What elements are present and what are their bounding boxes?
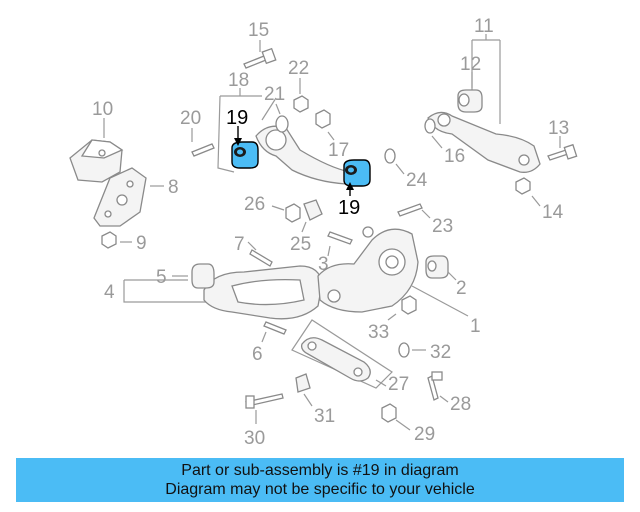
callout-7: 7	[234, 234, 245, 255]
callout-27: 27	[388, 374, 409, 395]
lower-control-arm-part	[427, 34, 541, 173]
nut-22-part	[293, 78, 309, 113]
spring-link-part	[123, 263, 323, 320]
banner-line-2: Diagram may not be specific to your vehi…	[165, 481, 475, 498]
callout-17: 17	[328, 140, 349, 161]
callout-21: 21	[264, 84, 285, 105]
callout-14: 14	[542, 202, 564, 223]
nut-14-part	[515, 177, 541, 207]
washer-32-part	[398, 342, 426, 358]
bolt-13-part	[547, 136, 578, 161]
bolt-6-part	[261, 321, 287, 343]
lateral-link-part	[291, 319, 393, 389]
callout-23: 23	[432, 216, 453, 237]
bushing-19-right-highlight	[343, 159, 371, 196]
callout-26: 26	[244, 194, 265, 215]
callout-13: 13	[548, 118, 569, 139]
callout-1: 1	[470, 316, 481, 337]
washer-24-part	[384, 148, 405, 175]
callout-19-right: 19	[338, 197, 360, 219]
callout-2: 2	[456, 278, 467, 299]
nut-29-part	[381, 403, 411, 431]
callout-25: 25	[290, 234, 311, 255]
callout-15: 15	[248, 20, 269, 41]
washer-16-part	[424, 118, 443, 149]
callout-11: 11	[474, 16, 494, 37]
callout-5: 5	[156, 267, 167, 288]
bracket-part	[93, 167, 164, 227]
bracket-31-part	[295, 373, 313, 407]
bolt-20-part	[191, 128, 215, 157]
callout-29: 29	[414, 424, 435, 445]
callout-6: 6	[252, 344, 263, 365]
mount-bracket-part	[69, 118, 124, 183]
bolt-30-part	[245, 393, 284, 424]
bracket-25-part	[301, 199, 323, 233]
nut-33-part	[387, 295, 417, 321]
bushing-19-left-highlight	[231, 126, 259, 169]
knuckle-part	[317, 226, 469, 317]
callout-22: 22	[288, 58, 309, 79]
callout-19-left: 19	[226, 107, 248, 129]
parts-diagram: 10 8 9 15 22 20 18	[69, 16, 578, 449]
callout-33: 33	[368, 322, 389, 343]
callout-18: 18	[228, 70, 249, 91]
bolt-23-part	[397, 203, 431, 219]
callout-3: 3	[318, 254, 329, 275]
callout-8: 8	[168, 177, 179, 198]
nut-part	[101, 231, 132, 249]
info-banner: Part or sub-assembly is #19 in diagram D…	[16, 458, 624, 502]
callout-4: 4	[104, 282, 115, 303]
banner-line-1: Part or sub-assembly is #19 in diagram	[181, 462, 459, 479]
nut-26-part	[271, 203, 301, 223]
callout-32: 32	[430, 342, 451, 363]
bolt-7-part	[247, 241, 273, 267]
callout-24: 24	[406, 170, 428, 191]
callout-28: 28	[450, 394, 471, 415]
callout-20: 20	[180, 108, 201, 129]
callout-31: 31	[314, 406, 335, 427]
callout-12: 12	[460, 54, 481, 75]
bolt-28-part	[427, 371, 449, 403]
callout-9: 9	[136, 233, 147, 254]
nut-17-part	[315, 109, 335, 141]
bushing-12-part	[457, 72, 483, 113]
bolt-part	[243, 40, 277, 69]
callout-30: 30	[244, 428, 265, 449]
callout-10: 10	[92, 99, 113, 120]
callout-16: 16	[444, 146, 465, 167]
bushing-2-part	[425, 255, 457, 281]
bolt-3-part	[327, 231, 353, 257]
ring-part	[275, 103, 289, 133]
